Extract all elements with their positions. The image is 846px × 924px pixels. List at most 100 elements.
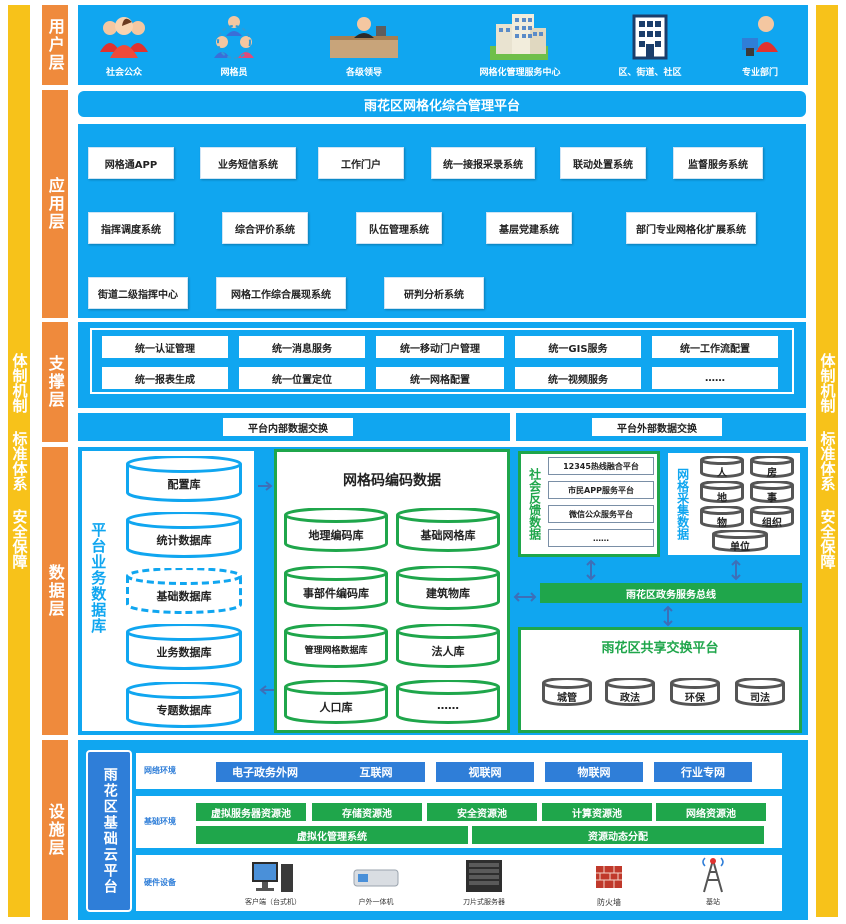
grid-collect-cylinder-label: 物: [717, 518, 727, 529]
platform-db-cylinder-label: 基础数据库: [156, 590, 212, 603]
left-side-word-1: 体制机制: [10, 353, 29, 413]
blade-server-icon: [464, 858, 504, 894]
platform-db-cylinder-label: 业务数据库: [156, 646, 212, 659]
app-box: 综合评价系统: [222, 212, 308, 244]
network-item: 行业专网: [654, 762, 752, 782]
support-box: 统一网格配置: [376, 367, 504, 389]
network-item: 电子政务外网: [216, 762, 314, 782]
base-env-label: 基础环境: [144, 817, 176, 826]
app-box: 基层党建系统: [486, 212, 572, 244]
platform-db-cylinder: 基础数据库: [126, 568, 242, 614]
base-env-item: 存储资源池: [312, 803, 422, 821]
app-box: 网格通APP: [88, 147, 174, 179]
user-label-service-center: 网格化管理服务中心: [479, 68, 561, 78]
grid-collect-cylinder-label: 地: [717, 493, 727, 504]
updown-arrow-icon: [730, 559, 742, 581]
user-label-leader: 各级领导: [345, 68, 382, 78]
layer-label-data: 数据层: [42, 447, 68, 735]
hardware-item-label: 防火墙: [597, 898, 621, 907]
arrow-left-icon: [258, 680, 274, 695]
right-side-word-3: 安全保障: [818, 509, 837, 569]
updown-arrow-icon: [662, 605, 674, 627]
support-inner-frame: [90, 328, 794, 394]
left-side-word-3: 安全保障: [10, 509, 29, 569]
platform-db-title: 平台业务数据库: [89, 522, 108, 634]
platform-db-cylinder: 统计数据库: [126, 512, 242, 558]
right-side-word-2: 标准体系: [818, 431, 837, 491]
outdoor-kiosk-icon: [352, 864, 400, 892]
grid-code-cylinder-label: 法人库: [431, 645, 465, 658]
grid-code-cylinder-label: 基础网格库: [420, 529, 476, 542]
platform-title: 雨花区网格化综合管理平台: [363, 98, 520, 114]
hardware-item-label: 客户端（台式机）: [245, 898, 301, 906]
base-env-item: 虚拟服务器资源池: [196, 803, 306, 821]
platform-db-cylinder-label: 统计数据库: [156, 534, 212, 547]
desktop-computer-icon: [250, 860, 296, 894]
share-platform-title: 雨花区共享交换平台: [601, 641, 719, 656]
grid-code-cylinder-label: 人口库: [319, 701, 353, 714]
support-box: ……: [652, 367, 778, 389]
support-box: 统一报表生成: [102, 367, 228, 389]
hardware-label: 硬件设备: [144, 878, 176, 887]
app-box: 监督服务系统: [673, 147, 763, 179]
internal-exchange-label: 平台内部数据交换: [223, 418, 353, 436]
left-side-word-2: 标准体系: [10, 431, 29, 491]
updown-arrow-icon: [585, 559, 597, 581]
base-env-item: 网络资源池: [656, 803, 766, 821]
support-box: 统一GIS服务: [515, 336, 641, 358]
support-box: 统一工作流配置: [652, 336, 778, 358]
grid-collect-cylinder: 单位: [712, 530, 768, 553]
feedback-item: 微信公众服务平台: [548, 505, 654, 523]
user-label-district: 区、街道、社区: [618, 68, 682, 78]
platform-db-cylinder-label: 专题数据库: [156, 704, 212, 717]
app-box: 街道二级指挥中心: [88, 277, 188, 309]
user-label-department: 专业部门: [741, 68, 778, 78]
department-worker-icon: [738, 12, 784, 60]
feedback-item: 市民APP服务平台: [548, 481, 654, 499]
layer-label-infra: 设施层: [42, 740, 68, 920]
app-box: 研判分析系统: [384, 277, 484, 309]
public-people-icon: [96, 12, 152, 60]
grid-code-cylinder-label: 管理网格数据库: [304, 646, 368, 656]
grid-code-cylinder: 地理编码库: [284, 508, 388, 552]
platform-db-cylinder-label: 配置库: [167, 478, 201, 491]
grid-code-cylinder: 建筑物库: [396, 566, 500, 610]
share-platform-cylinder-label: 城管: [557, 693, 577, 704]
grid-code-cylinder-label: 事部件编码库: [303, 587, 369, 600]
grid-collect-cylinder: 事: [750, 481, 794, 504]
grid-collect-cylinder-label: 事: [767, 493, 777, 504]
support-box: 统一移动门户管理: [376, 336, 504, 358]
grid-code-cylinder-label: 建筑物库: [426, 587, 470, 600]
app-box: 网格工作综合展现系统: [216, 277, 346, 309]
grid-collect-cylinder-label: 组织: [762, 518, 782, 529]
base-env-item: 虚拟化管理系统: [196, 826, 468, 844]
layer-label-app: 应用层: [42, 90, 68, 318]
grid-code-cylinder-label: ……: [437, 699, 459, 712]
grid-collect-cylinder-label: 房: [767, 468, 777, 479]
base-station-icon: [698, 856, 728, 894]
user-layer-panel: [78, 5, 808, 85]
share-platform-cylinder-label: 司法: [750, 693, 770, 704]
grid-code-cylinder: 法人库: [396, 624, 500, 668]
share-platform-cylinder-label: 环保: [685, 693, 705, 704]
grid-code-cylinder-label: 地理编码库: [308, 529, 364, 542]
right-side-column: 体制机制 标准体系 安全保障: [816, 5, 838, 917]
layer-label-support: 支撑层: [42, 322, 68, 442]
app-box: 统一接报采录系统: [431, 147, 535, 179]
grid-collect-cylinder: 组织: [750, 506, 794, 529]
grid-collect-cylinder: 人: [700, 456, 744, 479]
platform-title-bar: 雨花区网格化综合管理平台: [78, 91, 806, 117]
app-box: 工作门户: [318, 147, 404, 179]
grid-code-cylinder: 基础网格库: [396, 508, 500, 552]
app-box: 指挥调度系统: [88, 212, 174, 244]
app-box: 部门专业网格化扩展系统: [626, 212, 756, 244]
grid-collect-cylinder: 房: [750, 456, 794, 479]
grid-code-cylinder: 管理网格数据库: [284, 624, 388, 668]
right-side-word-1: 体制机制: [818, 353, 837, 413]
support-box: 统一视频服务: [515, 367, 641, 389]
share-platform-cylinder: 环保: [670, 678, 720, 706]
grid-workers-icon: [210, 12, 258, 60]
network-item: 物联网: [545, 762, 643, 782]
hardware-item-label: 基站: [706, 898, 720, 906]
support-box: 统一消息服务: [239, 336, 365, 358]
